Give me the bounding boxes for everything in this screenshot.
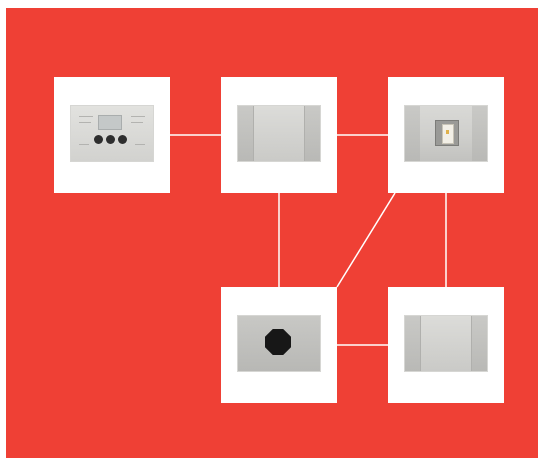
thermostat-scale-marks	[79, 114, 145, 154]
diagram-panel	[6, 8, 538, 458]
node-blank-plate-top[interactable]	[221, 77, 337, 193]
switch-indicator-led	[446, 130, 449, 134]
switch-frame	[435, 120, 459, 146]
thermostat-display	[98, 115, 122, 130]
blank-cover-plate-icon	[238, 106, 320, 161]
thermostat-device-icon	[71, 106, 153, 161]
node-switch-plate[interactable]	[388, 77, 504, 193]
socket-outlet	[265, 329, 291, 355]
connector-switch-plate-to-socket-plate	[336, 192, 396, 288]
power-socket-icon	[238, 316, 320, 371]
blank-cover-plate-icon	[405, 316, 487, 371]
thermostat-button	[106, 135, 115, 144]
light-switch-icon	[405, 106, 487, 161]
thermostat-button	[118, 135, 127, 144]
thermostat-buttons	[92, 135, 132, 145]
node-thermostat-plate[interactable]	[54, 77, 170, 193]
node-socket-plate[interactable]	[221, 287, 337, 403]
switch-rocker	[442, 124, 454, 144]
node-blank-plate-bottom[interactable]	[388, 287, 504, 403]
thermostat-button	[94, 135, 103, 144]
